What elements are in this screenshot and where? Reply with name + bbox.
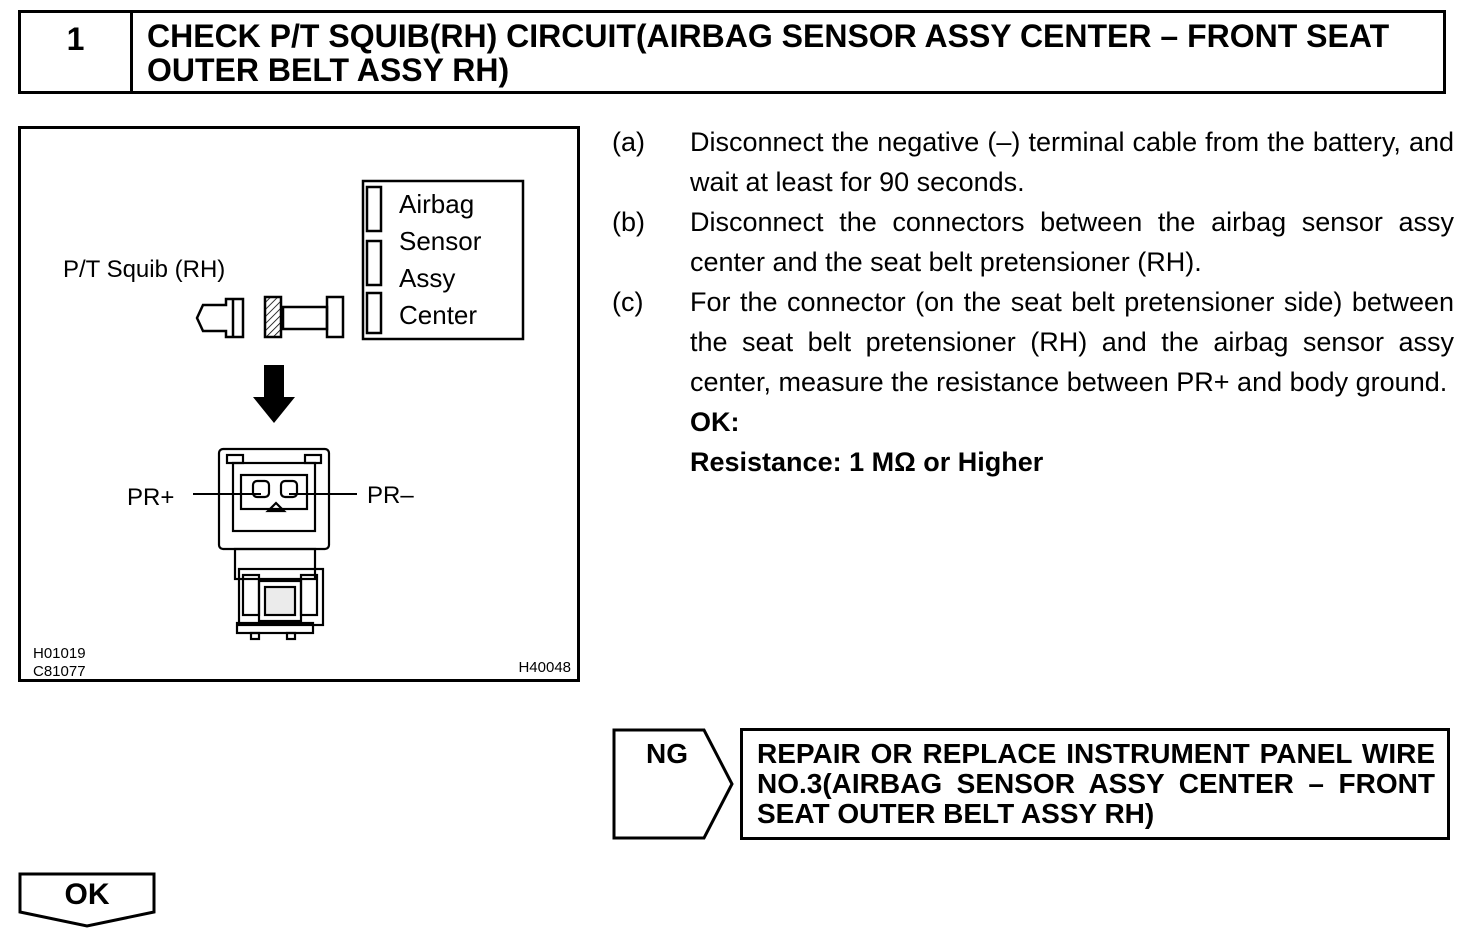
label-sensor: Sensor [399,226,482,256]
down-arrow-icon [253,365,295,423]
ng-label: NG [646,738,688,769]
step-label: (c) [612,287,644,317]
step-b: (b) Disconnect the connectors between th… [612,202,1454,282]
step-text: Disconnect the connectors between the ai… [690,207,1454,277]
figure-code-h01019: H01019 [33,645,86,662]
label-center: Center [399,300,477,330]
ok-label: OK [64,878,110,911]
step-text: For the connector (on the seat belt pret… [690,287,1454,397]
step-label: (b) [612,207,645,237]
hatched-connector [263,295,283,339]
figure-code-c81077: C81077 [33,663,86,680]
ng-result-box: NG [612,728,736,840]
ng-action-text: REPAIR OR REPLACE INSTRUMENT PANEL WIRE … [757,738,1435,829]
step-a: (a) Disconnect the negative (–) terminal… [612,122,1454,202]
ok-arrow-box [18,872,156,928]
step-text: Disconnect the negative (–) terminal cab… [690,127,1454,197]
label-assy: Assy [399,263,455,293]
spec-resistance: Resistance: 1 MΩ or Higher [690,447,1044,477]
step-c: (c) For the connector (on the seat belt … [612,282,1454,402]
step-header: 1 CHECK P/T SQUIB(RH) CIRCUIT(AIRBAG SEN… [18,10,1446,94]
label-squib: P/T Squib (RH) [63,256,225,283]
ok-result-box: OK [18,872,156,928]
step-title: CHECK P/T SQUIB(RH) CIRCUIT(AIRBAG SENSO… [147,18,1390,88]
ng-arrow-box [612,728,734,840]
label-pr-minus: PR– [367,482,414,509]
procedure-steps: (a) Disconnect the negative (–) terminal… [612,122,1454,482]
figure-code-h40048: H40048 [518,659,571,676]
step-number: 1 [21,13,133,91]
spec-ok-label: OK: [690,407,740,437]
label-pr-plus: PR+ [127,484,174,511]
connector-face [217,447,331,641]
connector-diagram: Airbag Sensor Assy Center P/T Squib (RH) [18,126,580,682]
label-airbag: Airbag [399,189,474,219]
airbag-sensor-box [361,179,525,341]
connector-illustration: Airbag Sensor Assy Center P/T Squib (RH) [63,179,525,641]
step-label: (a) [612,127,645,157]
ng-action-box: REPAIR OR REPLACE INSTRUMENT PANEL WIRE … [740,728,1450,840]
squib-connector [195,297,245,339]
